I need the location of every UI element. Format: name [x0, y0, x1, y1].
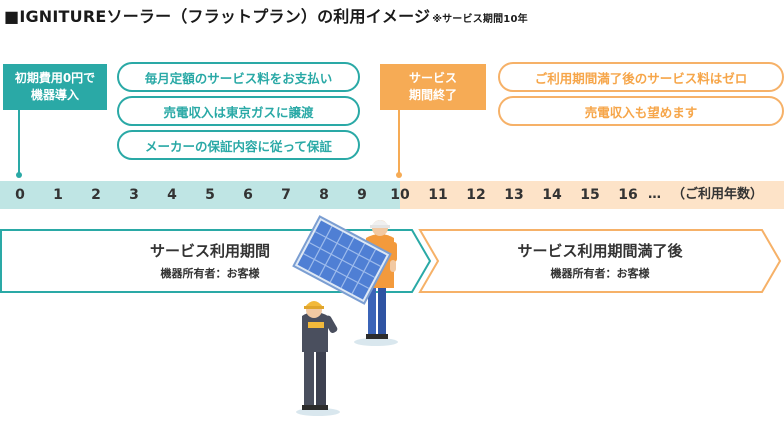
after-pill-power-sale: 売電収入も望めます — [498, 96, 784, 126]
end-box: サービス 期間終了 — [380, 64, 486, 110]
service-pill-power-sale: 売電収入は東京ガスに譲渡 — [117, 96, 360, 126]
timeline-tick: 14 — [542, 187, 562, 203]
arrow-after-label: サービス利用期間満了後 — [517, 242, 683, 260]
timeline-tick: 12 — [466, 187, 486, 203]
timeline-after-band — [400, 181, 784, 209]
timeline-unit-note: （ご利用年数） — [672, 187, 764, 202]
after-pill-zero-fee: ご利用期間満了後のサービス料はゼロ — [498, 62, 784, 92]
arrow-service-label: サービス利用期間 — [149, 242, 270, 260]
timeline-tick: 13 — [504, 187, 524, 203]
timeline-ellipsis: … — [648, 187, 661, 202]
timeline-tick: 2 — [91, 187, 101, 203]
timeline-tick: 15 — [580, 187, 600, 203]
end-box-line2: 期間終了 — [408, 88, 457, 102]
timeline-tick: 10 — [390, 187, 410, 203]
title-note: ※サービス期間10年 — [432, 14, 528, 25]
timeline-tick: 6 — [243, 187, 253, 203]
start-marker-line — [18, 110, 20, 174]
service-pill-payment: 毎月定額のサービス料をお支払い — [117, 62, 360, 92]
title-main: ■IGNITUREソーラー（フラットプラン）の利用イメージ — [4, 7, 431, 26]
end-marker-line — [398, 110, 400, 174]
service-pill-warranty: メーカーの保証内容に従って保証 — [117, 130, 360, 160]
timeline-tick: 3 — [129, 187, 139, 203]
timeline-tick: 11 — [428, 187, 448, 203]
timeline-tick: 4 — [167, 187, 177, 203]
arrow-service-owner: 機器所有者：お客様 — [160, 267, 260, 280]
timeline-tick: 1 — [53, 187, 63, 203]
arrow-after-owner: 機器所有者：お客様 — [550, 267, 650, 280]
end-marker-dot — [396, 172, 402, 178]
arrow-after-period — [418, 229, 782, 293]
timeline-tick: 8 — [319, 187, 329, 203]
timeline-tick: 0 — [15, 187, 25, 203]
timeline-tick: 7 — [281, 187, 291, 203]
timeline-service-band — [0, 181, 400, 209]
end-box-line1: サービス — [408, 71, 457, 85]
timeline-tick: 16 — [618, 187, 638, 203]
page-title: ■IGNITUREソーラー（フラットプラン）の利用イメージ※サービス期間10年 — [4, 3, 528, 27]
timeline-tick: 5 — [205, 187, 215, 203]
start-marker-dot — [16, 172, 22, 178]
timeline-tick: 9 — [357, 187, 367, 203]
arrow-after-text: サービス利用期間満了後 機器所有者：お客様 — [450, 240, 750, 281]
start-box-line2: 機器導入 — [30, 88, 79, 102]
arrow-service-text: サービス利用期間 機器所有者：お客様 — [40, 240, 380, 281]
start-box-line1: 初期費用0円で — [14, 71, 96, 85]
start-box: 初期費用0円で 機器導入 — [3, 64, 107, 110]
workers-solar-panel-icon — [292, 215, 398, 416]
